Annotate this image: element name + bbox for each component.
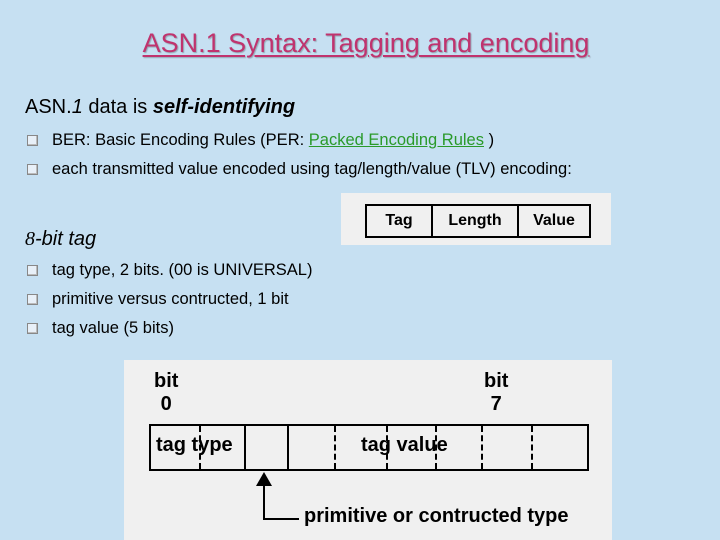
- list-item: tag value (5 bits): [25, 317, 312, 346]
- heading-number: 1: [71, 96, 83, 118]
- bullet-icon: [27, 265, 38, 276]
- primitive-constructed-label: primitive or contructed type: [304, 505, 569, 527]
- tlv-length-cell: Length: [431, 206, 517, 236]
- list-item: tag type, 2 bits. (00 is UNIVERSAL): [25, 259, 312, 288]
- slide-title: ASN.1 Syntax: Tagging and encoding: [142, 28, 590, 58]
- bit-divider: [199, 426, 201, 469]
- bit-divider: [386, 426, 388, 469]
- field-divider: [244, 426, 246, 469]
- field-divider: [287, 426, 289, 469]
- bullet-text-after: ): [483, 131, 495, 149]
- list-item: each transmitted value encoded using tag…: [25, 158, 572, 187]
- section-heading-asn1: ASN.1 data is self-identifying: [25, 96, 295, 119]
- pointer-arrow-stem: [263, 484, 265, 520]
- bit-layout-diagram: bit 0 bit 7 tag type tag value primitive…: [124, 360, 612, 540]
- per-link[interactable]: Packed Encoding Rules: [308, 131, 484, 149]
- bit-number: 0: [160, 393, 172, 415]
- tag-value-field: tag value: [361, 434, 448, 456]
- bullet-text: tag value (5 bits): [52, 319, 174, 337]
- bit-divider: [481, 426, 483, 469]
- bit-number: 7: [490, 393, 502, 415]
- heading-prefix: ASN.: [25, 96, 72, 118]
- bullet-icon: [27, 323, 38, 334]
- tlv-tag-cell: Tag: [385, 212, 413, 229]
- pointer-arrow-head: [256, 472, 272, 486]
- bullet-text: each transmitted value encoded using tag…: [52, 160, 572, 178]
- bit-register: tag type tag value: [149, 424, 589, 471]
- tlv-box: Tag Length Value: [365, 204, 591, 238]
- bit-word: bit: [154, 370, 179, 392]
- bit-0-label: bit 0: [154, 370, 178, 416]
- list-item: BER: Basic Encoding Rules (PER: Packed E…: [25, 129, 572, 158]
- heading-middle: data is: [82, 96, 153, 118]
- pointer-arrow-tail: [263, 518, 299, 520]
- tag-type-field: tag type: [156, 434, 233, 456]
- asn1-bullet-list: BER: Basic Encoding Rules (PER: Packed E…: [25, 129, 572, 187]
- bit-divider: [531, 426, 533, 469]
- bullet-text: primitive versus contructed, 1 bit: [52, 290, 289, 308]
- bullet-text: tag type, 2 bits. (00 is UNIVERSAL): [52, 261, 313, 279]
- section-heading-8bit: 8-bit tag: [25, 228, 96, 251]
- heading-emphasis: self-identifying: [152, 96, 296, 118]
- bit-divider: [435, 426, 437, 469]
- bit-divider: [334, 426, 336, 469]
- heading-rest: -bit tag: [35, 228, 97, 250]
- bit-word: bit: [484, 370, 509, 392]
- tlv-value-cell: Value: [517, 206, 589, 236]
- list-item: primitive versus contructed, 1 bit: [25, 288, 312, 317]
- tlv-diagram: Tag Length Value: [341, 193, 611, 245]
- tag-bullet-list: tag type, 2 bits. (00 is UNIVERSAL) prim…: [25, 259, 312, 346]
- bullet-icon: [27, 135, 38, 146]
- heading-number: 8: [25, 228, 35, 250]
- bullet-icon: [27, 294, 38, 305]
- bullet-text: BER: Basic Encoding Rules (PER:: [52, 131, 309, 149]
- bit-7-label: bit 7: [484, 370, 508, 416]
- bullet-icon: [27, 164, 38, 175]
